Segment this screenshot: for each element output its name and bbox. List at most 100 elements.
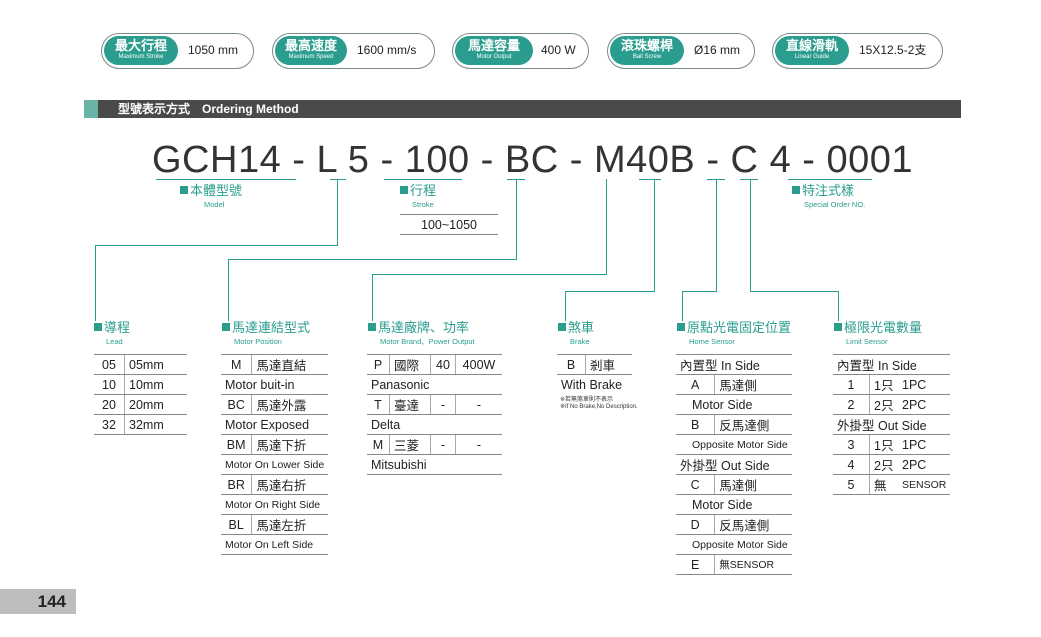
- sublabel-brand: Motor Brand、Power Output: [380, 337, 475, 346]
- spec-pill-stroke: 最大行程 Maximum Stroke 1050 mm: [101, 33, 254, 69]
- spec-tag: 最高速度 Maximum Speed: [275, 36, 347, 65]
- table-row: 外掛型 Out Side: [676, 454, 792, 475]
- code-home: C: [730, 139, 759, 181]
- table-row: Mitsubishi: [367, 454, 502, 475]
- underline-small: [740, 179, 758, 180]
- underline-small: [330, 179, 346, 180]
- connector-lead: [95, 245, 96, 321]
- connector-home: [682, 291, 683, 321]
- connector-brand: [606, 179, 607, 275]
- code-special: 0001: [826, 139, 914, 181]
- brake-note-en: ※If No Brake,No Description.: [560, 404, 638, 410]
- table-row: Motor On Right Side: [221, 494, 329, 515]
- underline-stroke: [384, 179, 462, 180]
- sublabel-special: Special Order NO.: [804, 200, 866, 209]
- code-space: [759, 139, 770, 181]
- code-lead-val: 5: [347, 139, 370, 181]
- connector-position: [516, 179, 517, 260]
- table-row: Motor On Lower Side: [221, 454, 329, 475]
- stroke-range: 100~1050: [400, 214, 498, 235]
- stroke-range-table: 100~1050: [400, 214, 498, 235]
- label-square: [677, 323, 685, 331]
- underline-special: [788, 179, 872, 180]
- table-row: Opposite Motor Side: [676, 434, 792, 455]
- label-square: [368, 323, 376, 331]
- code-dash: -: [558, 139, 594, 181]
- label-position: 馬達連結型式: [222, 320, 310, 335]
- connector-brand: [372, 274, 607, 275]
- label-brand: 馬達廠牌、功率: [368, 320, 469, 335]
- section-title: 型號表示方式 Ordering Method: [118, 102, 299, 116]
- label-model: 本體型號: [180, 183, 242, 198]
- connector-limit: [750, 291, 838, 292]
- label-home: 原點光電固定位置: [677, 320, 791, 335]
- table-row: Panasonic: [367, 374, 502, 395]
- label-square: [558, 323, 566, 331]
- spec-tag: 直線滑軌 Linear Guide: [775, 36, 849, 65]
- page-number: 144: [37, 592, 66, 611]
- code-dash: -: [791, 139, 827, 181]
- connector-home: [716, 179, 717, 292]
- spec-pill-guide: 直線滑軌 Linear Guide 15X12.5-2支: [772, 33, 943, 69]
- connector-limit: [838, 291, 839, 321]
- table-row: Delta: [367, 414, 502, 435]
- code-limit: 4: [769, 139, 792, 181]
- table-row: 外掛型 Out Side: [833, 414, 951, 435]
- label-square: [222, 323, 230, 331]
- brake-note: ※若無煞車則不表示: [560, 397, 614, 403]
- spec-value: 1600 mm/s: [357, 43, 417, 57]
- sublabel-home: Home Sensor: [689, 337, 735, 346]
- connector-lead: [95, 245, 338, 246]
- code-space: [337, 139, 348, 181]
- code-dash: -: [469, 139, 505, 181]
- spec-value: 1050 mm: [188, 43, 239, 57]
- code-brand: M40: [593, 139, 670, 181]
- table-row: 內置型 In Side: [676, 354, 792, 375]
- label-square: [400, 186, 408, 194]
- code-model: GCH14: [152, 139, 282, 181]
- sublabel-model: Model: [204, 200, 225, 209]
- spec-tag: 滾珠螺桿 Ball Screw: [610, 36, 684, 65]
- sublabel-brake: Brake: [570, 337, 590, 346]
- label-lead: 導程: [94, 320, 130, 335]
- label-limit: 極限光電數量: [834, 320, 922, 335]
- spec-pill-speed: 最高速度 Maximum Speed 1600 mm/s: [272, 33, 435, 69]
- underline-model: [156, 179, 296, 180]
- table-row: Motor Exposed: [221, 414, 329, 435]
- label-square: [94, 323, 102, 331]
- section-bar: 型號表示方式 Ordering Method: [84, 100, 961, 118]
- label-brake: 煞車: [558, 320, 594, 335]
- underline-small: [639, 179, 661, 180]
- sublabel-stroke: Stroke: [412, 200, 434, 209]
- sublabel-lead: Lead: [106, 337, 123, 346]
- code-dash: -: [281, 139, 317, 181]
- table-row: Motor Side: [676, 494, 792, 515]
- connector-lead: [337, 179, 338, 246]
- label-square: [180, 186, 188, 194]
- spec-value: 15X12.5-2支: [859, 43, 927, 57]
